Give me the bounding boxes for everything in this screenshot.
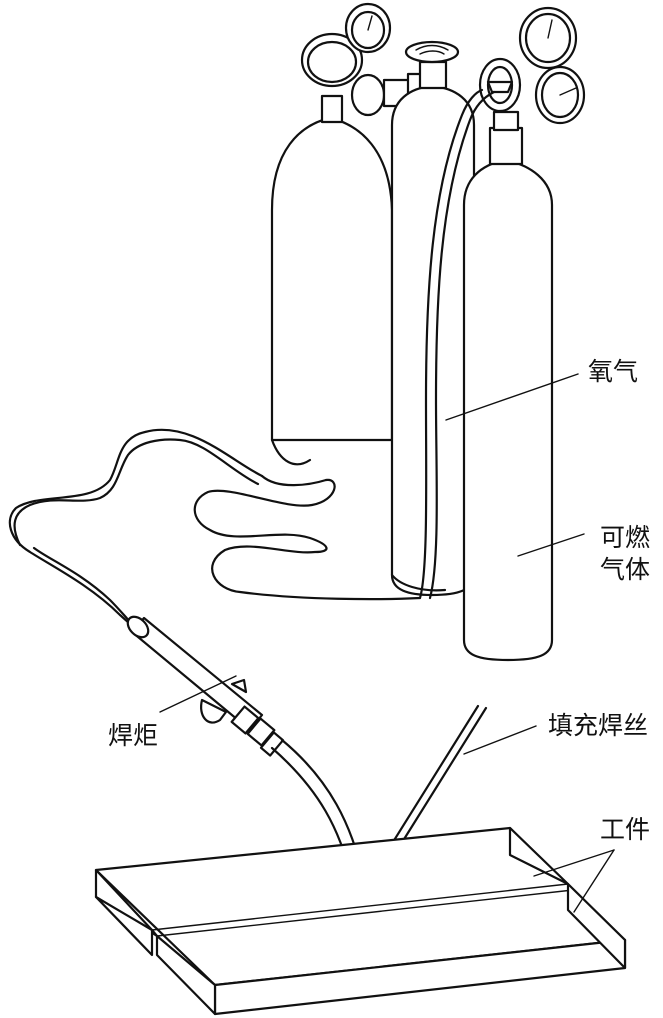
fuel-gas-cylinder <box>462 110 554 662</box>
leader-lines <box>159 373 615 913</box>
label-torch: 焊炬 <box>108 721 158 750</box>
oxygen-valve <box>404 40 460 90</box>
oxygen-cylinder <box>390 84 476 597</box>
back-cylinder <box>270 116 394 466</box>
label-fuel-gas-line2: 气体 <box>600 555 650 584</box>
workpiece <box>94 826 627 1016</box>
label-filler-wire: 填充焊丝 <box>548 711 648 740</box>
label-fuel-gas-line1: 可燃 <box>600 523 650 552</box>
label-workpiece: 工件 <box>600 815 650 844</box>
fuel-regulator <box>478 6 586 125</box>
label-oxygen: 氧气 <box>588 357 638 386</box>
